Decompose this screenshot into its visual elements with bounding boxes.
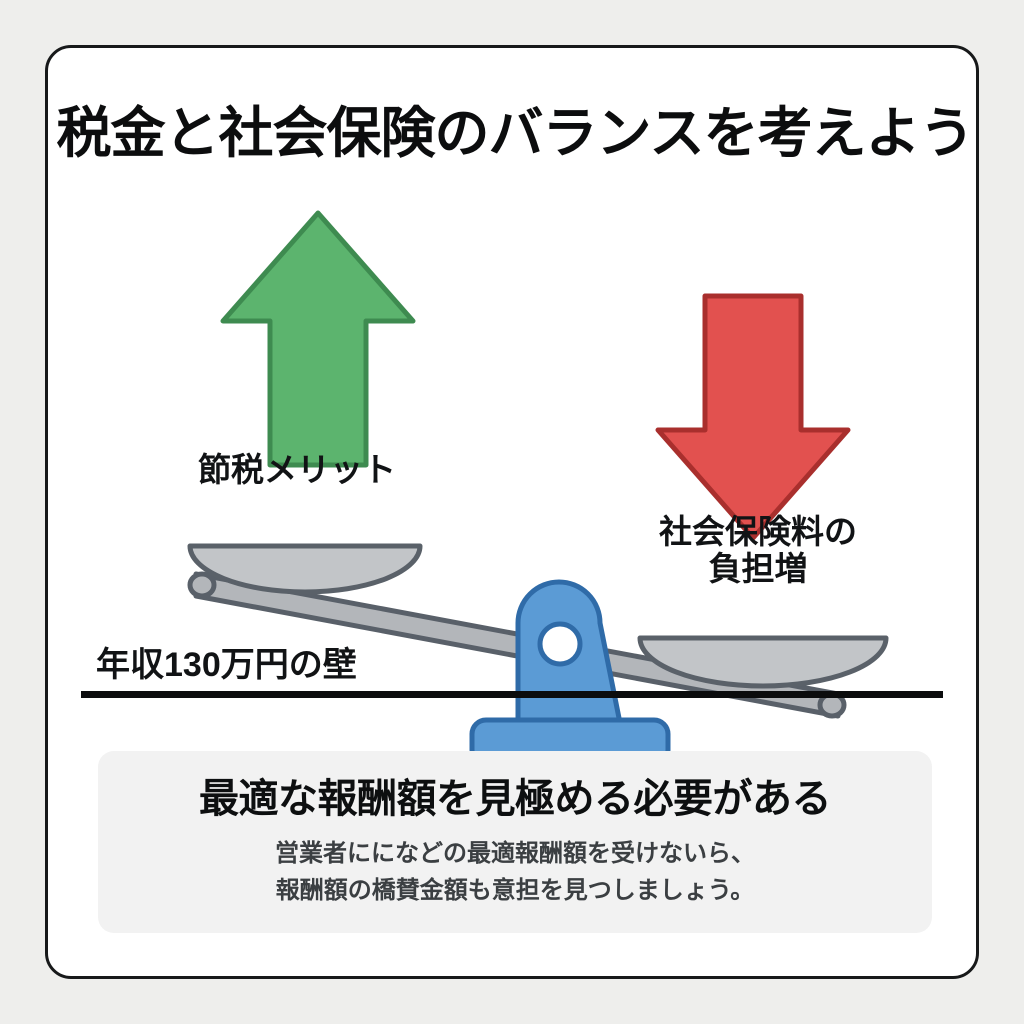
left-pan (187, 543, 423, 595)
callout-body: 営業者にになどの最適報酬額を受けないら、 報酬額の橋賛金額も意担を見つしましょう… (98, 835, 932, 909)
income-wall-label: 年収130万円の壁 (96, 646, 357, 684)
fulcrum-pivot-hole (537, 621, 583, 667)
right-pan-label-line2: 負担増 (708, 549, 808, 587)
balance-scale-graphic (187, 543, 889, 785)
callout-body-line-1: 営業者にになどの最適報酬額を受けないら、 (275, 840, 755, 867)
right-pan-label-line1: 社会保険料の (659, 513, 857, 550)
infographic-card: 税金と社会保険のバランスを考えよう (45, 45, 979, 979)
callout-box: 最適な報酬額を見極める必要がある 営業者にになどの最適報酬額を受けないら、 報酬… (98, 751, 932, 933)
page-title: 税金と社会保険のバランスを考えよう (56, 102, 975, 164)
callout-body-line-2: 報酬額の橋賛金額も意担を見つしましょう。 (275, 877, 755, 905)
right-pan (637, 635, 889, 689)
up-arrow (208, 203, 428, 473)
ground-line (81, 691, 943, 698)
up-arrow-icon (220, 210, 416, 468)
callout-heading: 最適な報酬額を見極める必要がある (199, 777, 832, 821)
left-pan-label: 節税メリット (198, 451, 396, 488)
down-arrow-icon (655, 293, 851, 541)
down-arrow (643, 288, 863, 548)
right-pan-label: 社会保険料の 負担増 (643, 513, 873, 588)
balance-scale (48, 448, 982, 788)
